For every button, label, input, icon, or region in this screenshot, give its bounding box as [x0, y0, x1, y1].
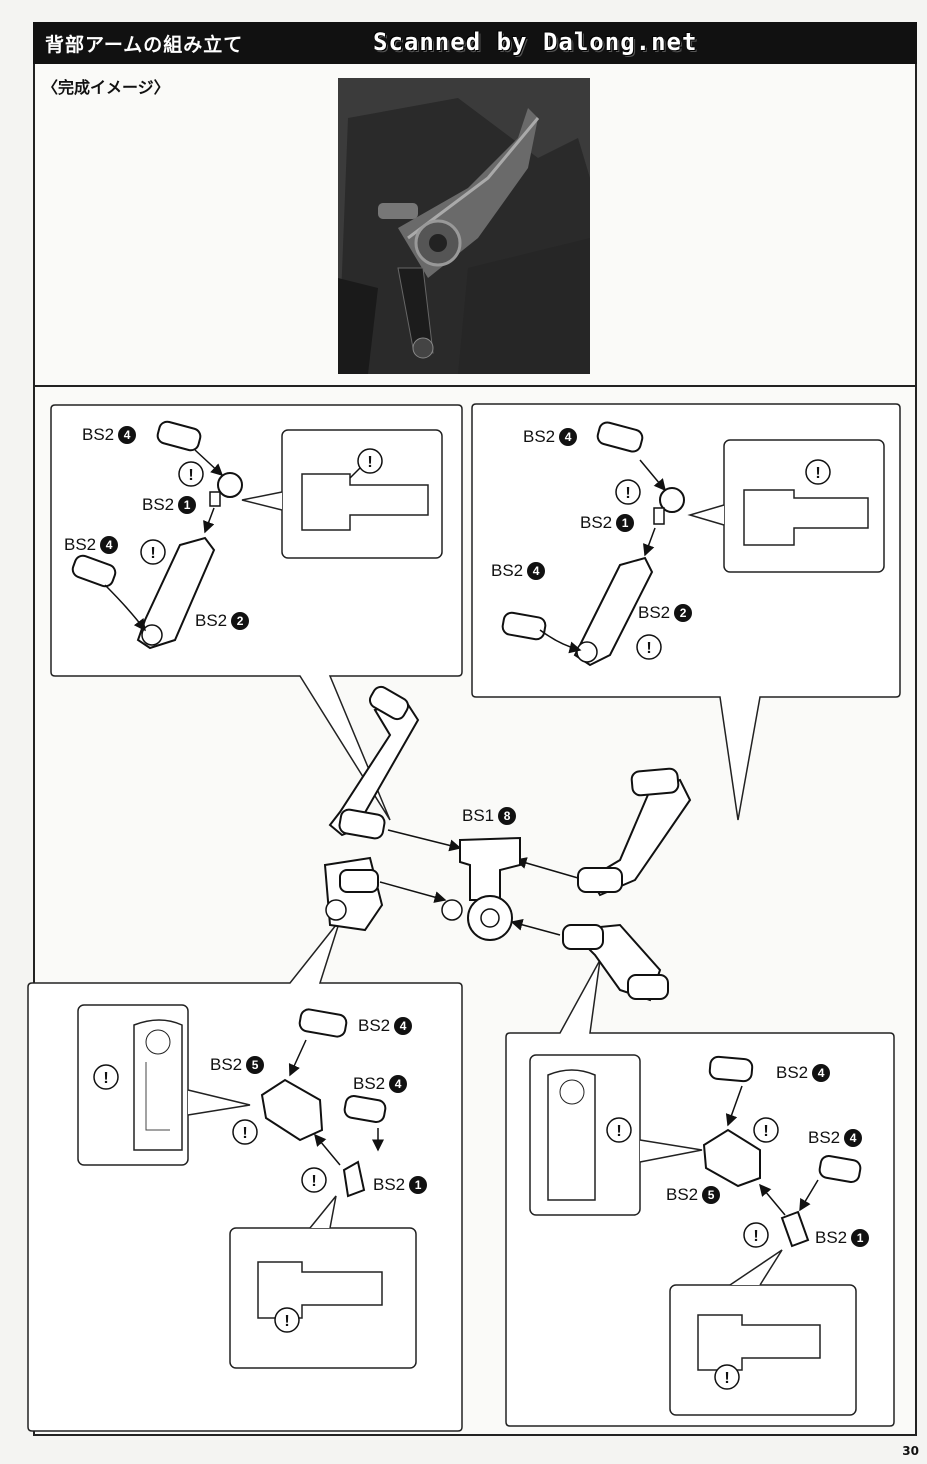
- svg-text:!: !: [616, 1123, 621, 1140]
- svg-text:!: !: [311, 1173, 316, 1190]
- svg-text:!: !: [188, 467, 193, 484]
- callout-top-left: !: [50, 404, 463, 821]
- callout-bottom-left: ! !: [27, 919, 463, 1432]
- lower-right-joint: [562, 923, 669, 1002]
- svg-text:!: !: [646, 640, 651, 657]
- svg-text:!: !: [763, 1123, 768, 1140]
- svg-text:!: !: [150, 545, 155, 562]
- scanner-watermark: Scanned by Dalong.net: [373, 28, 698, 56]
- svg-text:!: !: [753, 1228, 758, 1245]
- svg-text:!: !: [815, 465, 820, 482]
- completed-image-label: 〈完成イメージ〉: [42, 78, 170, 97]
- tr-parts: ! !: [501, 421, 685, 667]
- completed-image-photo: [338, 78, 590, 374]
- section-divider: [33, 385, 917, 387]
- section-title: 背部アームの組み立て: [45, 34, 244, 56]
- br-parts: ! !: [702, 1055, 862, 1248]
- bl-parts: ! !: [232, 1008, 387, 1198]
- page-number: 30: [902, 1444, 919, 1458]
- svg-text:!: !: [242, 1125, 247, 1142]
- svg-text:!: !: [103, 1070, 108, 1087]
- lower-left-joint: [323, 856, 384, 932]
- callout-bottom-right: ! !: [505, 959, 895, 1427]
- svg-text:!: !: [625, 485, 630, 502]
- tl-parts: ! !: [71, 420, 243, 650]
- svg-text:!: !: [367, 454, 372, 471]
- svg-text:!: !: [724, 1370, 729, 1387]
- svg-text:!: !: [284, 1313, 289, 1330]
- right-arm-assembly: [514, 767, 692, 897]
- left-arm-assembly: [328, 685, 462, 852]
- photo-illustration: [338, 78, 590, 374]
- center-joint-bs1-8: [379, 836, 561, 941]
- section-header: 背部アームの組み立て Scanned by Dalong.net: [33, 22, 917, 64]
